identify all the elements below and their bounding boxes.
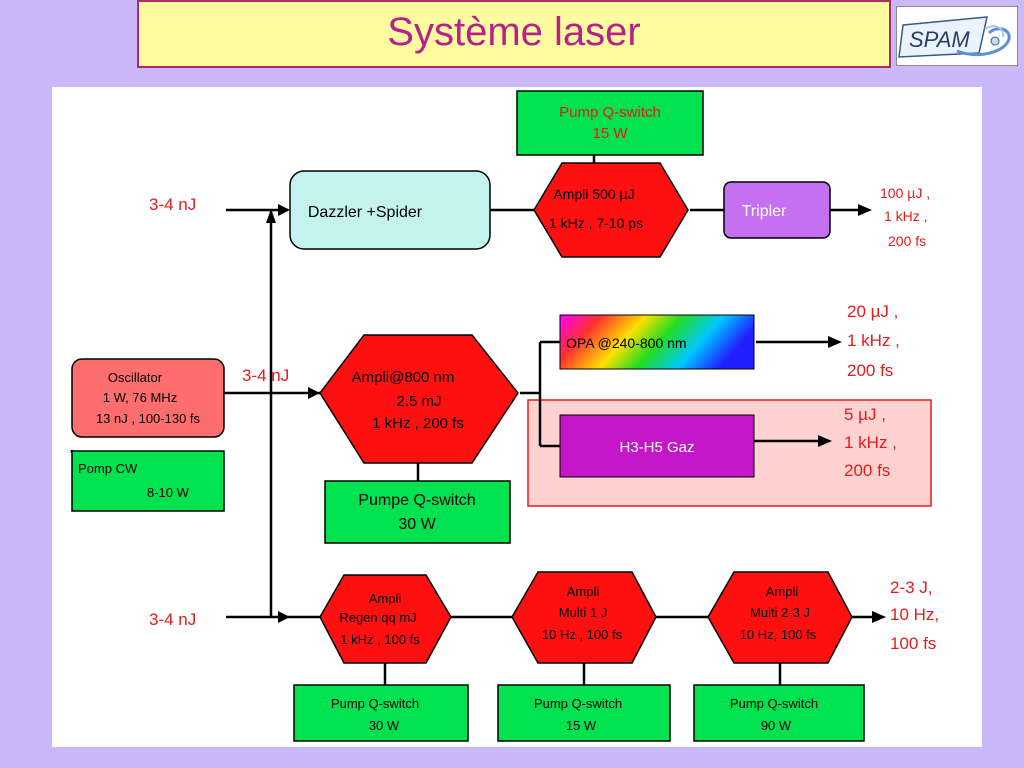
pump1-line1: Pump Q-switch [331,696,419,711]
mid-pump-line1: Pumpe Q-switch [358,492,475,509]
bottom-pump2-box: Pump Q-switch 15 W [497,684,671,742]
multi1-line3: 10 Hz , 100 fs [542,627,623,642]
regen-line2: Regen qq mJ [339,610,416,625]
opa-box: OPA @240-800 nm [559,314,755,370]
title-banner: Système laser [137,0,891,68]
h3h5-box: H3-H5 Gaz [559,414,755,478]
ampli-500-line1: Ampli 500 µJ [553,186,634,202]
arrow-right-icon [278,611,290,623]
pump2-line2: 15 W [566,718,597,733]
spam-logo: SPAM [896,6,1018,66]
multi2-line2: Multi 2-3 J [750,605,810,620]
arrow-right-icon [858,204,872,216]
oscillator-box: Oscillator 1 W, 76 MHz 13 nJ , 100-130 f… [71,358,225,438]
dazzler-label: Dazzler +Spider [308,204,423,221]
arrow-right-icon [828,336,842,348]
dazzler-spider-box: Dazzler +Spider [289,170,491,250]
multi1-line1: Ampli [567,584,600,599]
top-output-line1: 100 µJ , [880,185,930,201]
arrow-right-icon [818,435,832,447]
bottom-output-line3: 100 fs [890,634,936,653]
mid-pump-line2: 30 W [398,516,436,533]
tripler-label: Tripler [742,203,787,220]
tripler-box: Tripler [723,181,831,239]
top-output-line3: 200 fs [888,233,926,249]
pump3-line1: Pump Q-switch [730,696,818,711]
top-output-line2: 1 kHz , [884,208,928,224]
ampli-500-line2: 1 kHz , 7-10 ps [549,215,643,231]
ampli-500-hexagon: Ampli 500 µJ 1 kHz , 7-10 ps [533,162,689,258]
opa-output-line3: 200 fs [847,361,893,380]
h3h5-output-line1: 5 µJ , [844,405,886,424]
pump1-line2: 30 W [369,718,400,733]
osc-pump-line1: Pomp CW [78,461,138,476]
ampli-800-line3: 1 kHz , 200 fs [372,415,464,432]
opa-output-line2: 1 kHz , [847,331,900,350]
opa-label: OPA @240-800 nm [566,335,687,351]
arrow-right-icon [278,204,290,216]
top-pump-box: Pump Q-switch 15 W [516,90,704,156]
osc-pump-line2: 8-10 W [147,485,190,500]
regen-hexagon: Ampli Regen qq mJ 1 kHz , 100 fs [319,574,452,664]
spam-logo-swirl-icon: SPAM [898,16,1011,58]
ampli-800-line2: 2.5 mJ [396,393,441,410]
regen-line1: Ampli [369,591,402,606]
multi2-line1: Ampli [766,584,799,599]
opa-output-line1: 20 µJ , [847,302,898,321]
diagram-canvas: 3-4 nJ 3-4 nJ 3-4 nJ Pump Q-switch 15 W … [52,87,982,747]
multi1-line2: Multi 1 J [559,605,607,620]
ampli-800-hexagon: Ampli@800 nm 2.5 mJ 1 kHz , 200 fs [319,334,519,464]
h3h5-label: H3-H5 Gaz [619,439,694,456]
pump3-line2: 90 W [761,718,792,733]
multi1-hexagon: Ampli Multi 1 J 10 Hz , 100 fs [511,571,657,664]
regen-line3: 1 kHz , 100 fs [340,632,420,647]
oscillator-line3: 13 nJ , 100-130 fs [96,411,201,426]
multi2-line3: 10 Hz, 100 fs [740,627,817,642]
arrow-heads [266,204,886,623]
page-title: Système laser [387,9,641,54]
arrow-right-icon [872,611,886,623]
top-pump-line2: 15 W [592,125,628,142]
oscillator-line1: Oscillator [108,370,163,385]
arrow-up-icon [266,209,276,223]
arrow-right-icon [308,387,320,399]
logo-text: SPAM [909,27,970,52]
h3h5-output-line3: 200 fs [844,461,890,480]
pump2-line1: Pump Q-switch [534,696,622,711]
bottom-output-line1: 2-3 J, [890,578,933,597]
top-pump-line1: Pump Q-switch [559,104,661,121]
bottom-pump1-box: Pump Q-switch 30 W [293,684,469,742]
input-label-bottom: 3-4 nJ [149,610,196,629]
ampli-800-line1: Ampli@800 nm [352,369,455,386]
input-label-top: 3-4 nJ [149,195,196,214]
bottom-pump3-box: Pump Q-switch 90 W [693,684,865,742]
laser-system-diagram: 3-4 nJ 3-4 nJ 3-4 nJ Pump Q-switch 15 W … [70,90,939,742]
oscillator-pump-box: Pomp CW 8-10 W [71,450,225,512]
multi2-hexagon: Ampli Multi 2-3 J 10 Hz, 100 fs [707,571,853,664]
h3h5-output-line2: 1 kHz , [844,433,897,452]
input-label-middle: 3-4 nJ [242,366,289,385]
oscillator-line2: 1 W, 76 MHz [103,390,177,405]
middle-pump-box: Pumpe Q-switch 30 W [324,480,511,544]
bottom-output-line2: 10 Hz, [890,605,939,624]
